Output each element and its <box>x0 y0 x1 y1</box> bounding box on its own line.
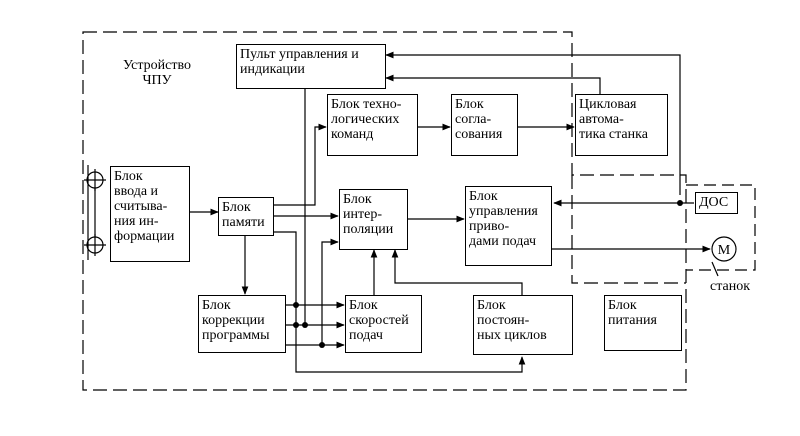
power-area-boundary <box>571 175 686 284</box>
tech-commands-block: Блок техно- логических команд <box>327 94 418 156</box>
program-correction-block: Блок коррекции программы <box>198 295 286 353</box>
control-panel-block: Пульт управления и индикации <box>236 44 386 89</box>
cycle-automatics-block: Цикловая автома- тика станка <box>575 94 668 156</box>
interpolation-block: Блок интер- поляции <box>339 189 408 250</box>
input-reading-block: Блок ввода и считыва- ния ин- формации <box>110 166 190 262</box>
power-supply-block: Блок питания <box>604 295 682 351</box>
motor-letter: М <box>718 243 731 258</box>
feed-drive-control-block: Блок управления приво- дами подач <box>465 186 552 266</box>
feed-rates-block: Блок скоростей подач <box>345 295 422 353</box>
junction-dots <box>293 200 683 348</box>
dos-block: ДОС <box>695 192 738 214</box>
cnc-device-label: Устройство ЧПУ <box>122 58 192 88</box>
tape-reader-icon <box>84 165 106 260</box>
motor-symbol <box>711 236 737 262</box>
coordination-block: Блок согла- сования <box>451 94 518 156</box>
machine-boundary <box>686 184 756 271</box>
memory-block: Блок памяти <box>218 197 274 236</box>
machine-label: станок <box>709 279 750 294</box>
cnc-boundary <box>82 31 687 391</box>
fixed-cycles-block: Блок постоян- ных циклов <box>473 295 573 355</box>
